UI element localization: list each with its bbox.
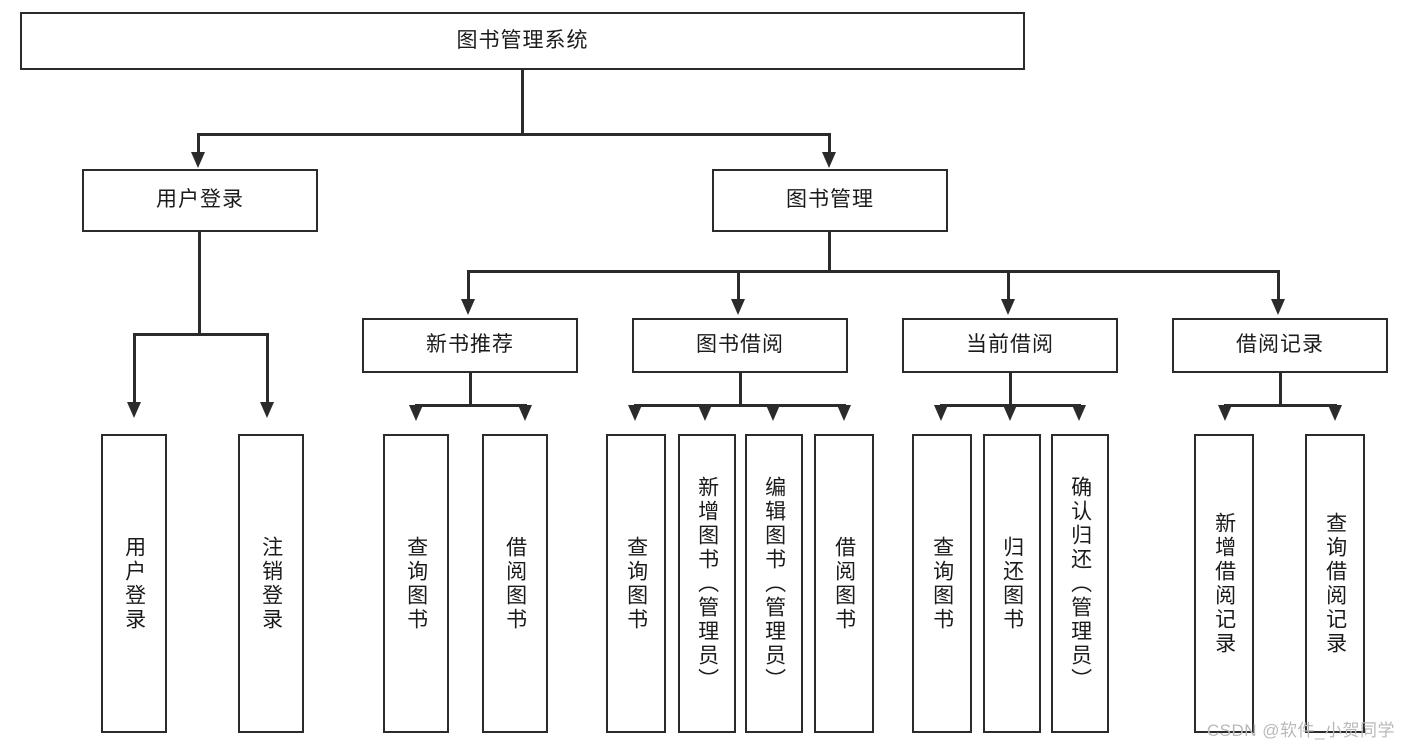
arrow-to-current-borrow <box>1001 299 1015 315</box>
node-label: 用户登录 <box>156 188 244 212</box>
leaf-borrow-book-borrow[interactable]: 借阅图书 <box>814 434 874 733</box>
arrow-to-borrow-record <box>1271 299 1285 315</box>
edge-current-borrow-stem <box>1009 373 1012 406</box>
arrow-to-leaf-add-book <box>698 405 712 421</box>
leaf-label: 查询借阅记录 <box>1323 511 1347 656</box>
watermark-text: CSDN @软件_小贺同学 <box>1206 721 1395 740</box>
arrow-to-leaf-query-record <box>1328 405 1342 421</box>
arrow-to-leaf-borrow-book-2 <box>837 405 851 421</box>
arrow-to-leaf-logout <box>260 402 274 418</box>
edge-user-login-drop-2 <box>266 333 269 405</box>
arrow-to-user-login <box>191 152 205 168</box>
leaf-label: 编辑图书（管理员） <box>762 475 786 692</box>
node-label: 借阅记录 <box>1236 333 1324 357</box>
leaf-label: 新增借阅记录 <box>1212 511 1236 656</box>
node-label: 图书借阅 <box>696 333 784 357</box>
arrow-to-leaf-query-book-1 <box>409 405 423 421</box>
edge-book-mgmt-stem <box>828 232 831 272</box>
leaf-label: 查询图书 <box>930 535 954 632</box>
leaf-edit-book-admin[interactable]: 编辑图书（管理员） <box>745 434 803 733</box>
edge-new-book-stem <box>469 373 472 406</box>
arrow-to-leaf-add-record <box>1218 405 1232 421</box>
arrow-to-leaf-borrow-book-1 <box>518 405 532 421</box>
edge-book-borrow-stem <box>739 373 742 406</box>
leaf-query-book-borrow[interactable]: 查询图书 <box>606 434 666 733</box>
edge-book-mgmt-drop-2 <box>737 270 740 302</box>
leaf-confirm-return-admin[interactable]: 确认归还（管理员） <box>1051 434 1109 733</box>
leaf-return-book[interactable]: 归还图书 <box>983 434 1041 733</box>
edge-book-mgmt-bus <box>467 270 1279 273</box>
node-new-book-recommend[interactable]: 新书推荐 <box>362 318 578 373</box>
leaf-query-borrow-record[interactable]: 查询借阅记录 <box>1305 434 1365 733</box>
leaf-label: 借阅图书 <box>832 535 856 632</box>
arrow-to-new-book <box>461 299 475 315</box>
arrow-to-leaf-user-login <box>127 402 141 418</box>
node-label: 当前借阅 <box>966 333 1054 357</box>
edge-root-to-user-login <box>197 133 200 155</box>
edge-root-bus <box>197 133 831 136</box>
edge-borrow-record-stem <box>1279 373 1282 406</box>
edge-book-mgmt-drop-4 <box>1277 270 1280 302</box>
edge-new-book-bus <box>415 404 527 407</box>
arrow-to-leaf-query-book-3 <box>934 405 948 421</box>
edge-root-to-book-mgmt <box>828 133 831 155</box>
leaf-label: 新增图书（管理员） <box>695 475 719 692</box>
node-book-borrow[interactable]: 图书借阅 <box>632 318 848 373</box>
leaf-label: 查询图书 <box>404 535 428 632</box>
node-label: 新书推荐 <box>426 333 514 357</box>
node-user-login[interactable]: 用户登录 <box>82 169 318 232</box>
edge-book-borrow-bus <box>634 404 846 407</box>
leaf-query-book-current[interactable]: 查询图书 <box>912 434 972 733</box>
leaf-query-book-newbook[interactable]: 查询图书 <box>383 434 449 733</box>
leaf-label: 确认归还（管理员） <box>1068 475 1092 692</box>
edge-user-login-drop-1 <box>133 333 136 405</box>
leaf-label: 用户登录 <box>122 535 146 632</box>
edge-book-mgmt-drop-1 <box>467 270 470 302</box>
leaf-label: 注销登录 <box>259 535 283 632</box>
leaf-label: 归还图书 <box>1000 535 1024 632</box>
edge-book-mgmt-drop-3 <box>1007 270 1010 302</box>
node-root-system[interactable]: 图书管理系统 <box>20 12 1025 70</box>
edge-user-login-stem <box>198 232 201 335</box>
node-borrow-record[interactable]: 借阅记录 <box>1172 318 1388 373</box>
arrow-to-leaf-edit-book <box>766 405 780 421</box>
arrow-to-book-borrow <box>731 299 745 315</box>
edge-borrow-record-bus <box>1224 404 1337 407</box>
leaf-add-book-admin[interactable]: 新增图书（管理员） <box>678 434 736 733</box>
leaf-label: 查询图书 <box>624 535 648 632</box>
arrow-to-leaf-return-book <box>1003 405 1017 421</box>
node-book-management[interactable]: 图书管理 <box>712 169 948 232</box>
edge-user-login-bus <box>133 333 268 336</box>
leaf-label: 借阅图书 <box>503 535 527 632</box>
leaf-borrow-book-newbook[interactable]: 借阅图书 <box>482 434 548 733</box>
edge-root-stem <box>521 70 524 135</box>
leaf-logout[interactable]: 注销登录 <box>238 434 304 733</box>
arrow-to-book-mgmt <box>822 152 836 168</box>
node-label: 图书管理系统 <box>456 28 589 52</box>
leaf-user-login[interactable]: 用户登录 <box>101 434 167 733</box>
node-current-borrow[interactable]: 当前借阅 <box>902 318 1118 373</box>
leaf-add-borrow-record[interactable]: 新增借阅记录 <box>1194 434 1254 733</box>
arrow-to-leaf-confirm-return <box>1072 405 1086 421</box>
node-label: 图书管理 <box>786 188 874 212</box>
arrow-to-leaf-query-book-2 <box>628 405 642 421</box>
